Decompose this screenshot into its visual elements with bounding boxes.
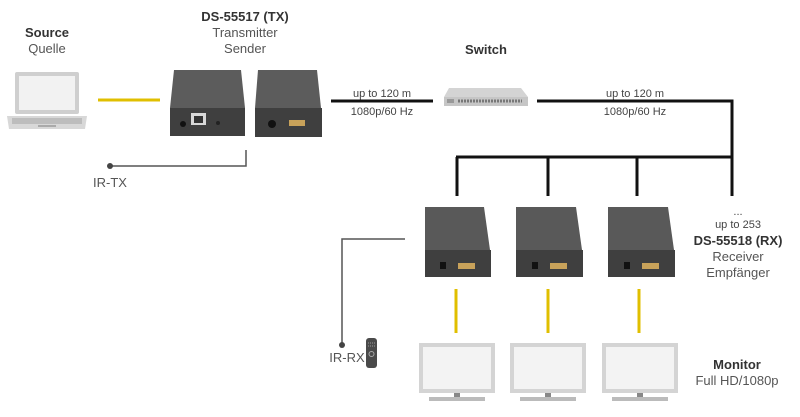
remote-control-icon [366,338,377,368]
receiver-line2: Empfänger [706,265,770,280]
rx-unit-3-icon [608,207,675,277]
source-subtitle: Quelle [28,41,66,56]
source-title: Source [24,25,70,40]
monitor-3-icon [602,343,678,401]
rx-unit-1-icon [425,207,491,277]
tx-link-distance: up to 120 m [352,88,412,100]
receiver-label: ... up to 253 DS-55518 (RX) Receiver Emp… [680,207,796,281]
ir-rx-label: IR-RX [329,350,365,365]
monitor-title: Monitor [713,357,761,372]
transmitter-line2: Sender [224,41,266,56]
network-cable-switch-rx [455,99,734,196]
transmitter-model: DS-55517 (TX) [201,9,289,24]
transmitter-line1: Transmitter [212,25,278,40]
source-label: Source Quelle [10,25,84,57]
monitor-2-icon [510,343,586,401]
receiver-ellipsis: ... [733,206,743,218]
ir-tx-label: IR-TX [93,175,127,190]
tx-unit-front-icon [255,70,322,137]
rx-link-distance: up to 120 m [605,88,665,100]
monitor-subtitle: Full HD/1080p [695,373,779,388]
monitor-label: Monitor Full HD/1080p [682,357,792,389]
receiver-count: up to 253 [715,219,761,231]
rx-link-resolution: 1080p/60 Hz [603,106,667,118]
transmitter-label: DS-55517 (TX) Transmitter Sender [180,9,310,57]
receiver-model: DS-55518 (RX) [693,233,783,248]
ir-rx-cable [339,238,405,348]
receiver-line1: Receiver [712,249,764,264]
switch-title: Switch [465,42,507,57]
ir-tx-cable [107,150,247,169]
tx-unit-back-icon [170,70,245,136]
monitor-1-icon [419,343,495,401]
laptop-icon [7,72,87,129]
network-switch-icon [444,88,528,106]
rx-unit-2-icon [516,207,583,277]
tx-link-resolution: 1080p/60 Hz [350,106,414,118]
